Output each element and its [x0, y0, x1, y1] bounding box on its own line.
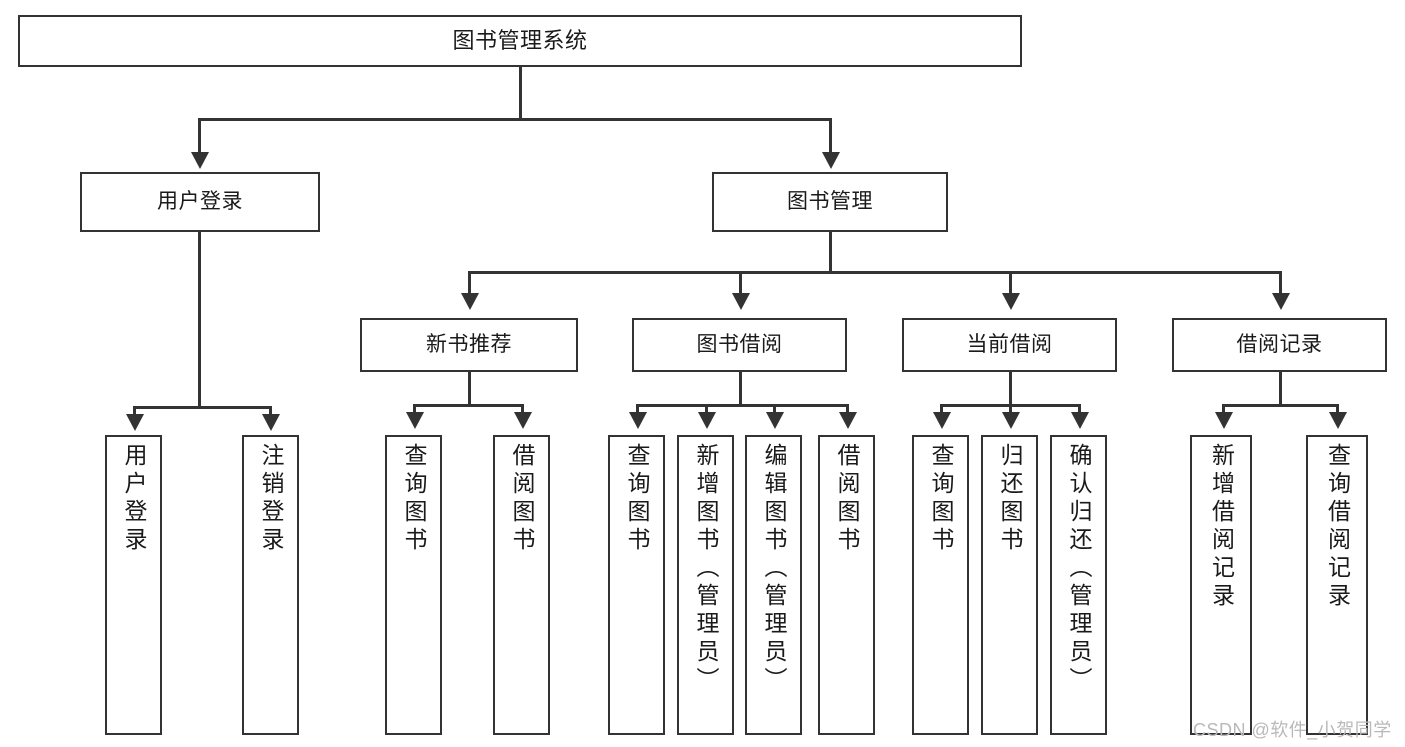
node-book-management[interactable]: 图书管理 [712, 172, 948, 232]
connector-borrow-record-bus [1222, 404, 1338, 407]
node-user-login[interactable]: 用户登录 [80, 172, 320, 232]
arrow-to-leaf-user-login [126, 414, 144, 431]
connector-new-book-drop-2 [521, 404, 524, 414]
connector-borrow-record-stem [1279, 372, 1282, 407]
arrow-to-leaf-add-record [1215, 412, 1233, 429]
connector-borrow-record-drop-2 [1336, 404, 1339, 414]
arrow-to-leaf-borrow-book-a [514, 412, 532, 429]
arrow-to-book-borrow [732, 293, 750, 310]
connector-book-mgmt-drop-2 [739, 271, 742, 297]
connector-book-borrow-drop-3 [773, 404, 776, 414]
node-label: 查询借阅记录 [1324, 443, 1351, 611]
arrow-to-leaf-return-book [1002, 412, 1020, 429]
connector-book-mgmt-drop-4 [1279, 271, 1282, 297]
connector-book-mgmt-drop-3 [1009, 271, 1012, 297]
leaf-logout[interactable]: 注销登录 [242, 435, 299, 735]
arrow-to-leaf-edit-book [766, 412, 784, 429]
connector-book-borrow-bus [636, 404, 848, 407]
node-current-borrow[interactable]: 当前借阅 [902, 318, 1117, 372]
connector-user-login-drop-2 [269, 406, 272, 418]
leaf-confirm-return-admin[interactable]: 确认归还（管理员） [1050, 435, 1107, 735]
connector-borrow-record-drop-1 [1222, 404, 1225, 414]
connector-root-to-user-login [198, 118, 201, 156]
connector-new-book-stem [468, 372, 471, 407]
connector-root-to-book-mgmt [829, 118, 832, 156]
connector-user-login-bus [133, 406, 270, 409]
leaf-borrow-book[interactable]: 借阅图书 [818, 435, 875, 735]
node-label: 确认归还（管理员） [1066, 443, 1092, 695]
leaf-query-book-recommend[interactable]: 查询图书 [385, 435, 442, 735]
leaf-user-login[interactable]: 用户登录 [105, 435, 162, 735]
arrow-to-leaf-add-book [698, 412, 716, 429]
node-label: 查询图书 [928, 443, 954, 555]
csdn-watermark: CSDN @软件_小贺同学 [1193, 720, 1392, 740]
arrow-to-leaf-query-record [1329, 412, 1347, 429]
node-label: 借阅图书 [834, 443, 860, 555]
connector-user-login-drop-1 [133, 406, 136, 418]
connector-new-book-bus [413, 404, 523, 407]
arrow-to-leaf-query-book-c [933, 412, 951, 429]
arrow-to-leaf-query-book-b [629, 412, 647, 429]
connector-current-borrow-stem [1009, 372, 1012, 407]
node-book-borrow[interactable]: 图书借阅 [632, 318, 847, 372]
node-label: 用户登录 [157, 189, 243, 213]
leaf-query-book-current[interactable]: 查询图书 [912, 435, 969, 735]
arrow-to-leaf-borrow-book-b [839, 412, 857, 429]
connector-root-stem [519, 67, 522, 120]
arrow-to-book-mgmt [822, 152, 840, 169]
node-label: 图书管理 [787, 189, 873, 213]
node-label: 借阅记录 [1236, 332, 1323, 356]
arrow-to-borrow-record [1272, 293, 1290, 310]
connector-book-borrow-drop-2 [705, 404, 708, 414]
connector-current-borrow-drop-3 [1078, 404, 1081, 414]
connector-book-borrow-drop-1 [636, 404, 639, 414]
leaf-query-borrow-record[interactable]: 查询借阅记录 [1306, 435, 1368, 735]
connector-current-borrow-drop-1 [940, 404, 943, 414]
node-label: 归还图书 [997, 443, 1023, 555]
node-label: 图书管理系统 [452, 28, 588, 54]
node-borrow-record[interactable]: 借阅记录 [1172, 318, 1387, 372]
connector-book-borrow-stem [739, 372, 742, 407]
leaf-return-book[interactable]: 归还图书 [981, 435, 1038, 735]
leaf-add-book-admin[interactable]: 新增图书（管理员） [677, 435, 734, 735]
node-label: 新增图书（管理员） [693, 443, 719, 695]
leaf-query-book-borrow[interactable]: 查询图书 [608, 435, 665, 735]
node-label: 查询图书 [624, 443, 650, 555]
leaf-edit-book-admin[interactable]: 编辑图书（管理员） [745, 435, 802, 735]
connector-book-mgmt-drop-1 [468, 271, 471, 297]
node-label: 新增借阅记录 [1208, 443, 1235, 611]
arrow-to-new-book-recommend [461, 293, 479, 310]
leaf-add-borrow-record[interactable]: 新增借阅记录 [1190, 435, 1252, 735]
arrow-to-leaf-confirm-return [1071, 412, 1089, 429]
connector-book-borrow-drop-4 [846, 404, 849, 414]
node-root-system[interactable]: 图书管理系统 [18, 15, 1022, 67]
connector-root-bus [198, 118, 832, 121]
connector-user-login-stem [198, 232, 201, 409]
node-label: 新书推荐 [426, 332, 512, 356]
leaf-borrow-book-recommend[interactable]: 借阅图书 [493, 435, 550, 735]
connector-new-book-drop-1 [413, 404, 416, 414]
node-label: 图书借阅 [696, 332, 783, 356]
arrow-to-user-login [191, 152, 209, 169]
connector-book-mgmt-bus [468, 271, 1280, 274]
node-label: 查询图书 [401, 443, 427, 555]
arrow-to-current-borrow [1002, 293, 1020, 310]
node-label: 注销登录 [258, 443, 284, 555]
arrow-to-leaf-query-book-a [406, 412, 424, 429]
node-label: 编辑图书（管理员） [761, 443, 787, 695]
connector-current-borrow-drop-2 [1009, 404, 1012, 414]
node-new-book-recommend[interactable]: 新书推荐 [360, 318, 578, 372]
node-label: 用户登录 [121, 443, 147, 555]
node-label: 借阅图书 [509, 443, 535, 555]
connector-book-mgmt-stem [829, 232, 832, 274]
node-label: 当前借阅 [966, 332, 1053, 356]
arrow-to-leaf-logout [262, 414, 280, 431]
